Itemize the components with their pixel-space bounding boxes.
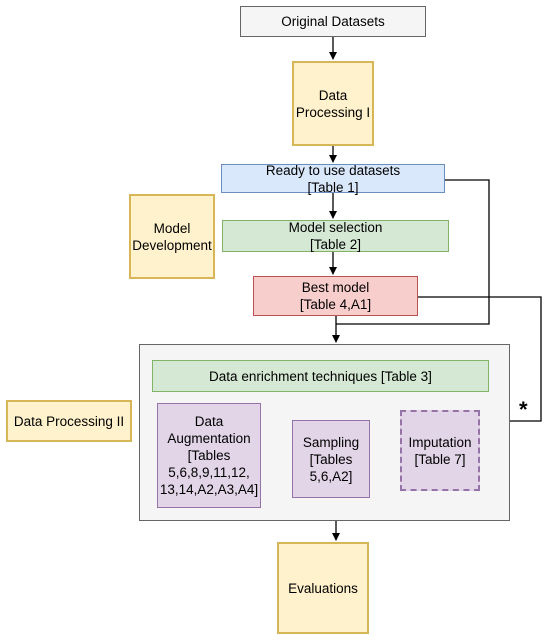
- data-processing-1-node: Data Processing I: [292, 61, 374, 146]
- data-augmentation-node: Data Augmentation [Tables 5,6,8,9,11,12,…: [157, 403, 261, 508]
- ready-datasets-node: Ready to use datasets [Table 1]: [221, 162, 445, 195]
- ready-datasets-label: Ready to use datasets [Table 1]: [265, 162, 401, 195]
- best-model-node: Best model [Table 4,A1]: [253, 276, 418, 316]
- evaluations-node: Evaluations: [277, 542, 369, 634]
- imputation-node: Imputation [Table 7]: [400, 410, 480, 491]
- data-enrichment-node: Data enrichment techniques [Table 3]: [152, 360, 489, 392]
- evaluations-label: Evaluations: [288, 580, 358, 596]
- model-development-node: Model Development: [129, 194, 215, 279]
- sampling-label: Sampling [Tables 5,6,A2]: [302, 434, 360, 484]
- sampling-node: Sampling [Tables 5,6,A2]: [292, 420, 370, 498]
- data-enrichment-label: Data enrichment techniques [Table 3]: [209, 368, 432, 384]
- imputation-label: Imputation [Table 7]: [408, 434, 472, 467]
- model-selection-label: Model selection [Table 2]: [288, 220, 383, 252]
- best-model-label: Best model [Table 4,A1]: [299, 280, 372, 312]
- data-processing-1-label: Data Processing I: [295, 87, 371, 120]
- asterisk-annotation: *: [519, 397, 528, 422]
- data-processing-2-node: Data Processing II: [6, 400, 132, 442]
- connector-ready-to-container: [336, 179, 490, 325]
- connector-best-to-container: [418, 296, 542, 422]
- data-processing-2-label: Data Processing II: [13, 413, 125, 429]
- data-augmentation-label: Data Augmentation [Tables 5,6,8,9,11,12,…: [159, 414, 259, 497]
- model-development-label: Model Development: [132, 220, 212, 253]
- model-selection-node: Model selection [Table 2]: [222, 220, 449, 252]
- original-datasets-node: Original Datasets: [240, 6, 426, 37]
- original-datasets-label: Original Datasets: [281, 14, 385, 29]
